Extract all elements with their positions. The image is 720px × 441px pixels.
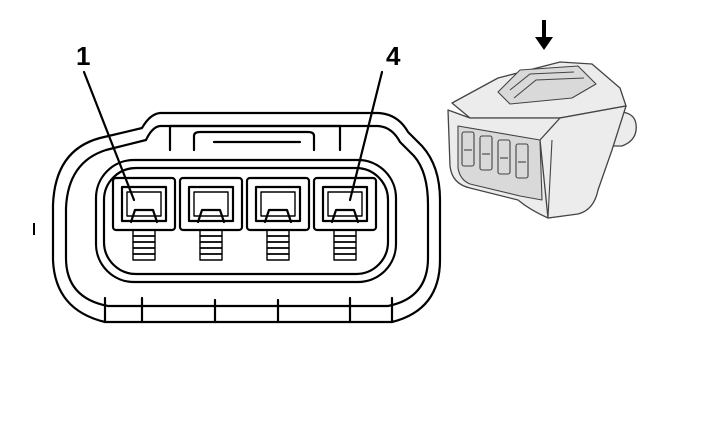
leader-line-pin-1	[82, 70, 136, 202]
terminal-cavity-inner	[102, 166, 390, 276]
connector-face-view	[51, 70, 442, 324]
connector-3d-view	[447, 61, 637, 219]
terminal-slot-3d	[461, 131, 475, 167]
locking-latch	[168, 124, 342, 152]
margin-mark	[33, 223, 35, 235]
terminal-3	[245, 176, 311, 261]
terminal-slot-3d	[515, 143, 529, 179]
terminal-slot-3d	[497, 139, 511, 175]
pin-label-1: 1	[76, 41, 91, 71]
terminal-2	[178, 176, 244, 261]
terminal-cavity-outer	[94, 158, 398, 284]
leader-line-pin-4	[348, 70, 384, 202]
housing-inner-shell	[64, 124, 430, 308]
connector-top-latch	[497, 65, 597, 105]
terminal-1	[111, 176, 177, 261]
pin-label-4: 4	[386, 41, 401, 71]
terminal-group	[111, 176, 378, 261]
arrow-down-icon	[535, 20, 553, 50]
locking-latch-inner	[192, 130, 316, 152]
connector-right-side	[539, 105, 627, 219]
terminal-slot-3d	[479, 135, 493, 171]
terminal-4	[312, 176, 378, 261]
